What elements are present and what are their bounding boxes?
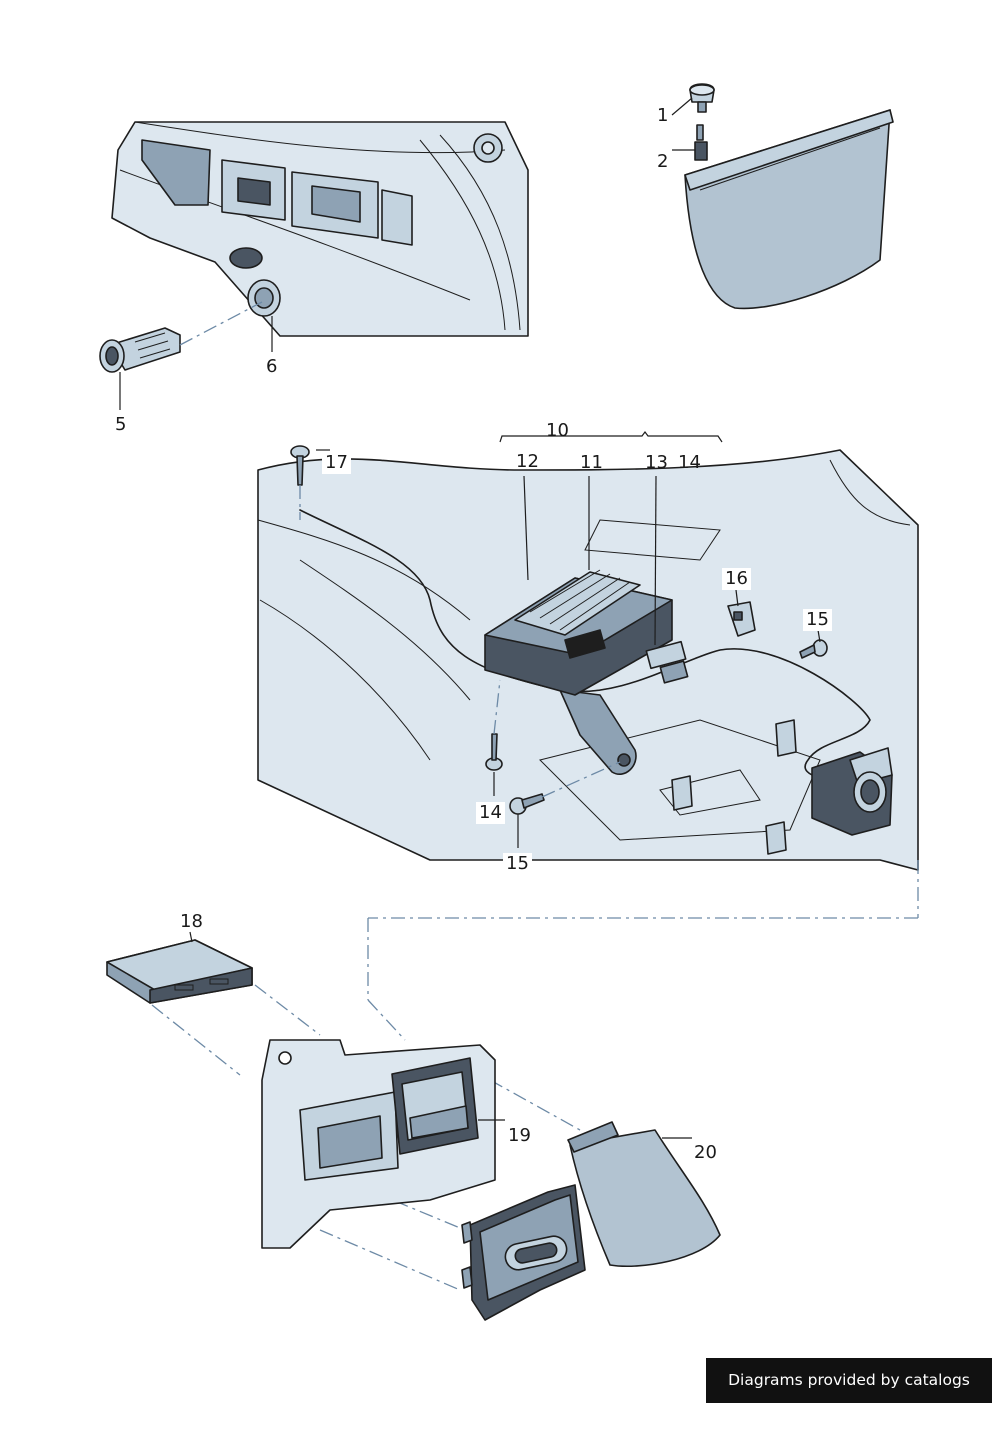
part-15-screw-lower bbox=[509, 793, 545, 815]
callout-15-lower: 15 bbox=[503, 853, 532, 875]
part-2-spring-clip bbox=[694, 124, 708, 161]
callout-6: 6 bbox=[266, 356, 278, 377]
dashboard-socket-panel bbox=[111, 121, 529, 337]
callout-19: 19 bbox=[508, 1125, 531, 1146]
callout-18: 18 bbox=[180, 911, 203, 932]
part-5-socket-insert bbox=[99, 327, 181, 373]
part-11-control-module bbox=[484, 569, 673, 696]
part-13-connector bbox=[645, 640, 689, 684]
part-1-push-button bbox=[689, 83, 715, 113]
callout-10: 10 bbox=[546, 420, 569, 441]
switch-opening-1 bbox=[141, 139, 211, 206]
callout-14-top: 14 bbox=[678, 452, 701, 473]
callout-20: 20 bbox=[694, 1142, 717, 1163]
parts-diagram: .o { stroke: #1e1e1e; stroke-width: 1.6;… bbox=[99, 83, 919, 1321]
callout-2: 2 bbox=[657, 151, 669, 172]
callout-13: 13 bbox=[645, 452, 668, 473]
callout-15-upper: 15 bbox=[803, 609, 832, 631]
part-19-frame bbox=[391, 1057, 479, 1155]
callout-14-lower: 14 bbox=[476, 802, 505, 824]
part-14-screw-lower bbox=[485, 733, 503, 771]
console-bezel-panel bbox=[461, 1184, 586, 1321]
part-17-screw bbox=[290, 445, 310, 486]
callout-5: 5 bbox=[115, 414, 127, 435]
credit-banner: Diagrams provided by catalogs parts bbox=[706, 1358, 992, 1434]
callout-16: 16 bbox=[722, 568, 751, 590]
socket-cap-cutout bbox=[229, 247, 263, 269]
part-18-control-unit bbox=[106, 939, 253, 1004]
storage-compartment bbox=[684, 109, 894, 310]
callout-12: 12 bbox=[516, 451, 539, 472]
power-socket-12v bbox=[811, 747, 893, 836]
mounting-bracket bbox=[559, 689, 637, 775]
part-16-clip-nut bbox=[727, 601, 756, 637]
callout-1: 1 bbox=[657, 105, 669, 126]
part-20-lid bbox=[567, 1121, 721, 1268]
callout-17: 17 bbox=[322, 452, 351, 474]
callout-11: 11 bbox=[580, 452, 603, 473]
